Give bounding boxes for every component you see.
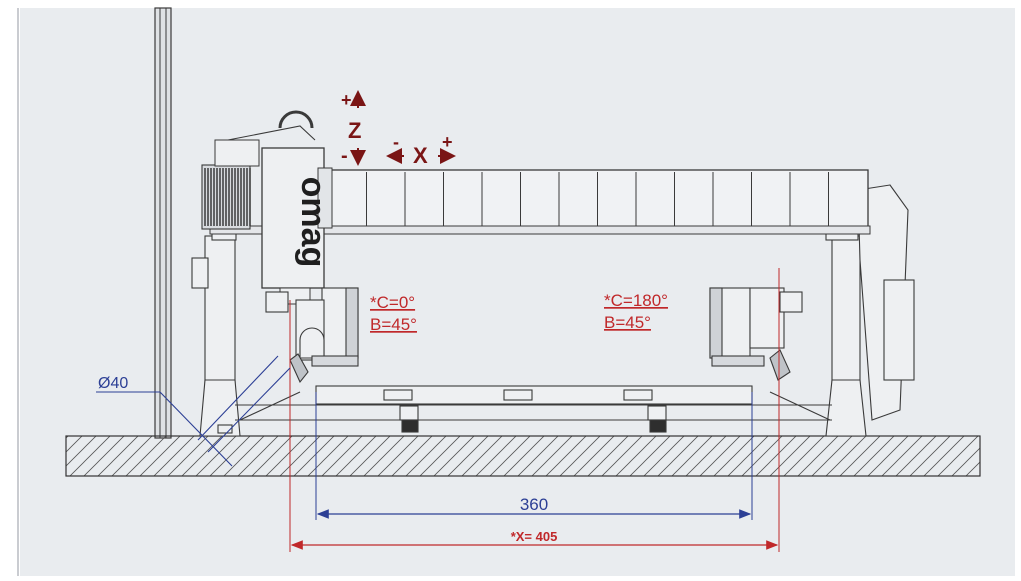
z-minus-sign: - xyxy=(341,145,348,167)
x-minus-sign: - xyxy=(393,132,399,152)
beam-segment-lines xyxy=(366,172,829,226)
red-reference-lines xyxy=(289,268,780,552)
z-axis-label: Z xyxy=(348,118,361,143)
right-leg xyxy=(825,184,915,437)
diameter-label: Ø40 xyxy=(98,375,128,392)
left-b-angle-label: B=45° xyxy=(370,315,417,334)
work-table xyxy=(315,385,753,433)
x-plus-sign: + xyxy=(442,132,453,152)
cutting-carriage xyxy=(261,147,333,305)
right-cutting-head xyxy=(709,287,803,381)
dimension-label-360: 360 xyxy=(520,495,548,514)
z-plus-sign: + xyxy=(341,90,352,110)
right-b-angle-label: B=45° xyxy=(604,313,651,332)
diameter-leader xyxy=(96,355,291,467)
blue-extension-lines xyxy=(315,392,753,520)
x-axis-label: X xyxy=(413,143,428,168)
floor-section xyxy=(65,435,981,477)
bottom-rail xyxy=(235,391,832,421)
support-post xyxy=(154,7,172,439)
brand-logo: omag xyxy=(294,177,332,268)
right-c-angle-label: *C=180° xyxy=(604,291,668,310)
left-c-angle-label: *C=0° xyxy=(370,293,415,312)
left-cutting-head xyxy=(265,287,359,384)
motor-housing xyxy=(201,110,316,230)
dimension-label-405: *X= 405 xyxy=(511,529,558,544)
